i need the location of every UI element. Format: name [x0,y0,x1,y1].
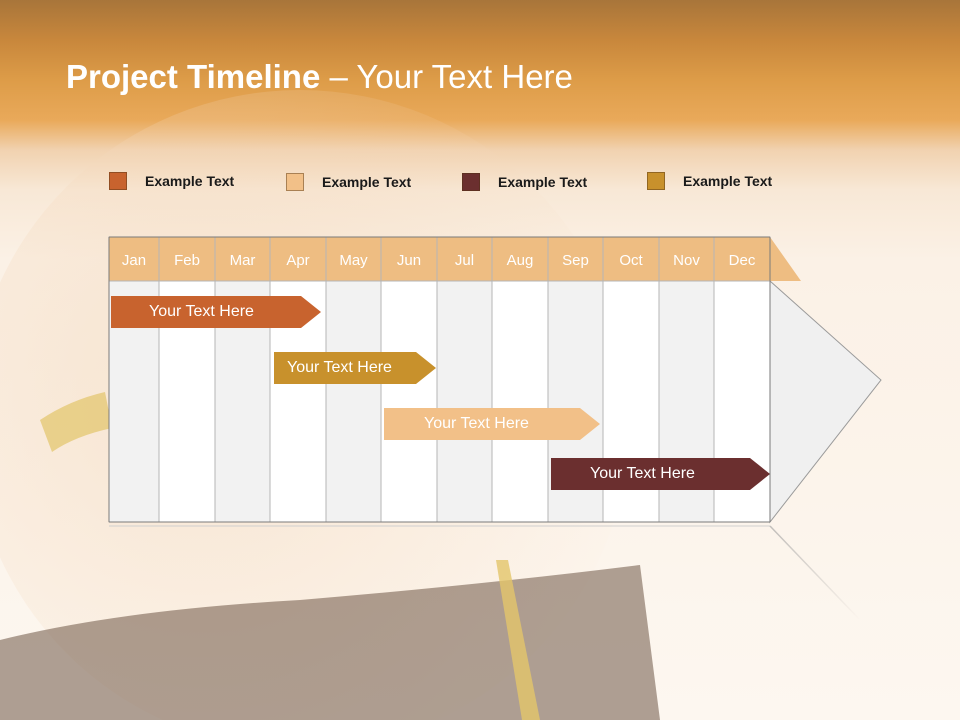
legend-label: Example Text [683,173,773,189]
task-arrow [111,296,321,328]
month-header-cell [547,236,604,282]
legend-swatch [462,173,480,191]
timeline-arrow-tip [769,279,882,524]
month-label: Aug [507,252,534,269]
legend-item: Example Text [286,172,411,192]
task-label: Your Text Here [590,465,695,482]
task-arrow [384,408,600,440]
legend-swatch [286,173,304,191]
legend-item: Example Text [462,172,587,192]
month-header-cell [602,236,660,282]
month-header-cell [491,236,549,282]
month-label: Sep [562,252,589,269]
legend-item: Example Text [647,171,772,191]
month-label: May [339,252,368,269]
month-header-cell [214,236,271,282]
task-arrow-shape [551,458,770,490]
legend-label: Example Text [498,174,588,190]
timeline-header-tip [770,237,801,281]
month-headers: Jan Feb Mar Apr May Jun Jul Aug Sep Oct Nov Dec [108,236,771,282]
month-label: Apr [286,252,309,269]
month-label: Mar [230,252,256,269]
month-label: Nov [673,252,700,269]
task-bar[interactable]: Your Text Here [551,458,770,490]
month-label: Jan [122,252,146,269]
legend-swatch [647,172,665,190]
timeline-reflection [769,525,861,621]
legend-swatch [109,172,127,190]
task-bar[interactable]: Your Text Here [384,408,600,440]
task-bar[interactable]: Your Text Here [111,296,321,328]
title-rest: – Your Text Here [320,58,573,95]
task-arrow [551,458,770,490]
page-title: Project Timeline – Your Text Here [66,58,573,96]
legend-label: Example Text [322,174,412,190]
task-arrow-shape [111,296,321,328]
month-column [491,280,549,523]
task-arrow-shape [384,408,600,440]
task-label: Your Text Here [424,415,529,432]
month-column [436,280,493,523]
month-header-cell [713,236,771,282]
month-label: Jun [397,252,421,269]
task-label: Your Text Here [149,303,254,320]
month-label: Jul [455,252,474,269]
legend-label: Example Text [145,173,235,189]
month-label: Dec [729,252,756,269]
month-header-cell [658,236,715,282]
month-label: Oct [619,252,643,269]
month-column [380,280,438,523]
task-bar[interactable]: Your Text Here [274,352,436,384]
month-column [325,280,382,523]
legend-item: Example Text [109,171,234,191]
title-bold: Project Timeline [66,58,321,95]
task-arrow-shape [274,352,436,384]
task-label: Your Text Here [287,359,392,376]
task-arrow [274,352,436,384]
month-label: Feb [174,252,200,269]
